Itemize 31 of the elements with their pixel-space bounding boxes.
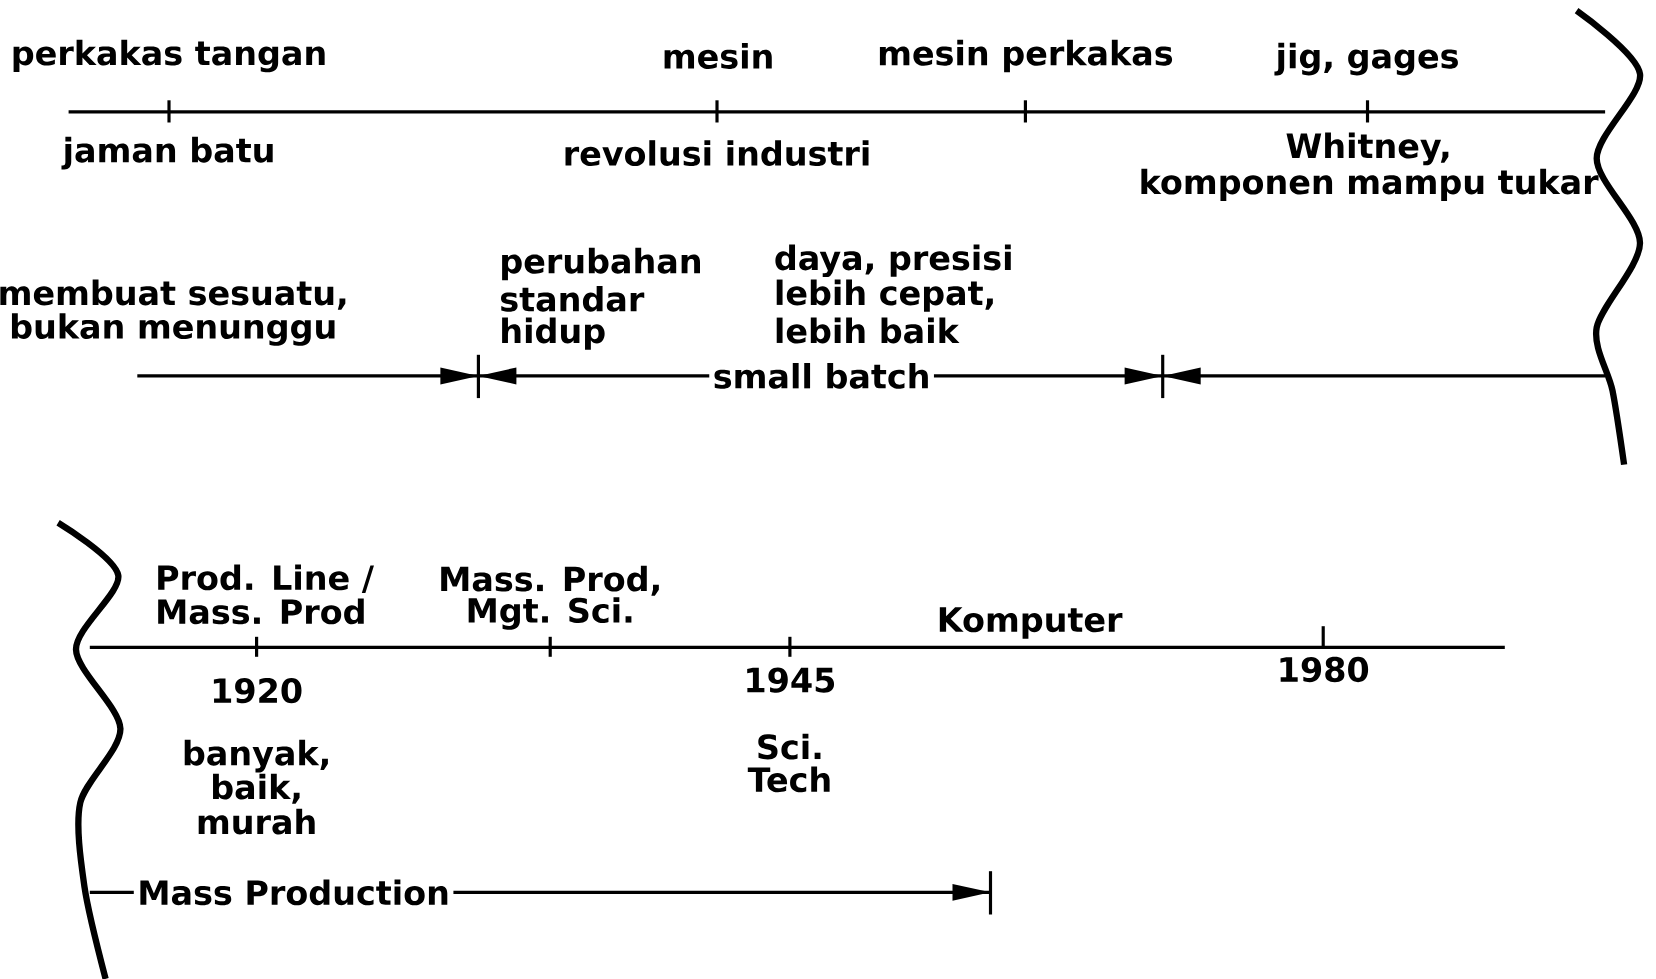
note-text: membuat sesuatu,	[0, 279, 346, 310]
note-text: hidup	[502, 317, 605, 350]
era-label: mesin perkakas	[879, 39, 1173, 73]
era-label: Komputer	[939, 607, 1123, 639]
note-text: murah	[198, 808, 315, 835]
note-text: lebih baik	[776, 317, 960, 344]
era-label: komponen mampu tukar	[1141, 168, 1599, 201]
year-label: 1920	[213, 677, 302, 704]
period-label: Mass Production	[133, 875, 454, 909]
note-text: lebih cepat,	[776, 279, 993, 312]
note-text: perubahan	[502, 247, 700, 281]
era-label: revolusi industri	[565, 140, 869, 167]
year-label: 1945	[747, 667, 835, 693]
era-label: Prod. Line /	[158, 564, 374, 593]
era-label: Mass. Prod	[158, 598, 364, 625]
year-label: 1980	[1280, 656, 1369, 683]
note-text: baik,	[213, 773, 300, 804]
note-text: Sci.	[758, 733, 821, 760]
era-label: mesin	[664, 43, 772, 69]
era-label: jig, gages	[1274, 42, 1458, 76]
period-label: small batch	[709, 359, 934, 393]
era-label: perkakas tangan	[13, 39, 325, 73]
era-label: Mgt. Sci.	[468, 597, 632, 630]
note-text: banyak,	[184, 739, 328, 773]
note-text: standar	[501, 285, 645, 312]
era-label: Whitney,	[1286, 132, 1449, 166]
era-label: Mass. Prod,	[441, 565, 659, 596]
note-text: daya, presisi	[775, 244, 1011, 278]
note-text: bukan menunggu	[11, 313, 335, 346]
note-text: Tech	[747, 766, 830, 793]
era-label: jaman batu	[61, 136, 273, 170]
